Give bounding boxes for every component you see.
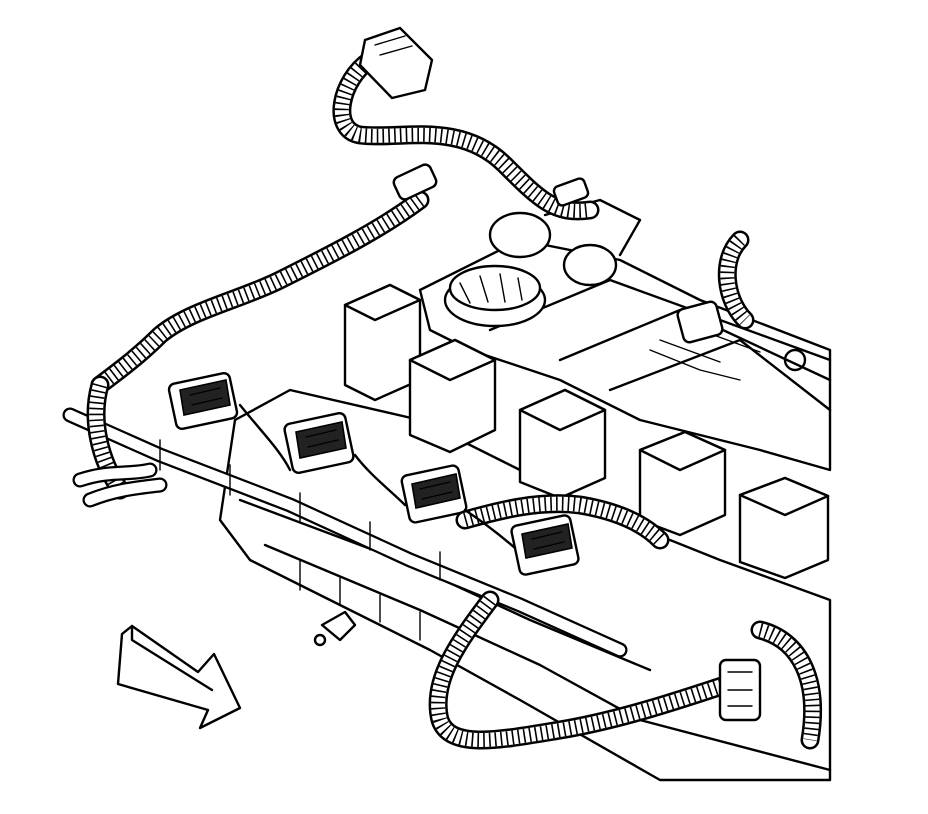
sensor-connector-right bbox=[676, 300, 807, 722]
ignition-coil-3 bbox=[518, 388, 607, 500]
wiring-harness bbox=[86, 50, 823, 750]
throttle-body bbox=[488, 198, 642, 287]
harness-connector-top bbox=[358, 26, 590, 207]
fuel-injector-1 bbox=[167, 371, 239, 431]
small-sensor-bolt bbox=[313, 610, 357, 647]
direction-arrow-icon bbox=[116, 624, 242, 730]
harness-branch-left bbox=[72, 462, 168, 508]
ignition-coil-2 bbox=[408, 338, 497, 454]
fuel-injector-3 bbox=[400, 464, 468, 524]
fuel-injector-2 bbox=[283, 412, 355, 474]
ignition-coil-5 bbox=[738, 476, 830, 580]
ignition-coil-1 bbox=[343, 283, 422, 402]
fuel-injector-4 bbox=[510, 514, 580, 576]
ignition-coil-4 bbox=[638, 430, 727, 537]
fuel-rail bbox=[62, 407, 628, 658]
oil-filler-cap bbox=[443, 264, 547, 328]
